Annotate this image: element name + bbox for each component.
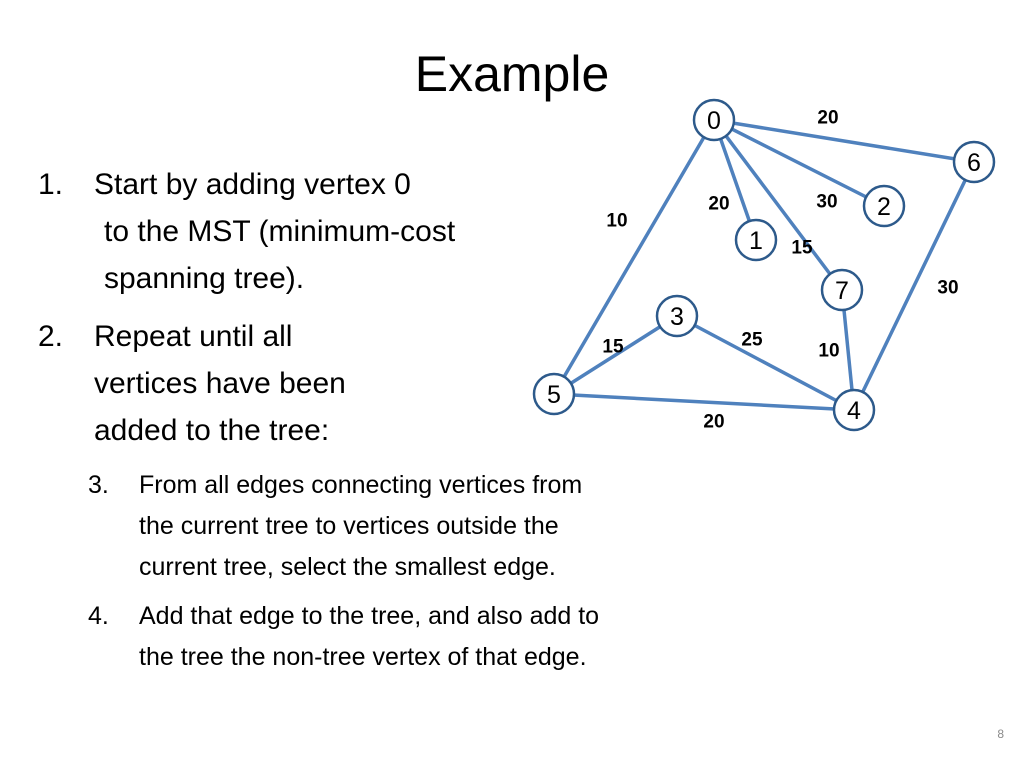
step-line: spanning tree). [104, 262, 305, 295]
vertex-circle [655, 294, 699, 338]
vertex-circle [532, 372, 576, 416]
step-line: From all edges connecting vertices from [139, 471, 583, 499]
edge-weight-0-7: 15 [791, 238, 813, 259]
edge-weight-6-4: 30 [937, 278, 958, 299]
step-line: the tree the non-tree vertex of that edg… [139, 643, 587, 671]
vertex-label: 0 [707, 107, 721, 135]
edge-weight-0-2: 30 [816, 192, 837, 213]
vertex-7: 7 [820, 268, 864, 312]
edge-6-4 [852, 160, 976, 412]
vertex-circle [952, 140, 996, 184]
edge-weight-3-4: 25 [741, 330, 763, 351]
vertex-circle [862, 184, 906, 228]
edge-weight-0-6: 20 [817, 108, 838, 129]
vertex-6: 6 [952, 140, 996, 184]
vertex-2: 2 [862, 184, 906, 228]
step-line: Add that edge to the tree, and also add … [139, 602, 600, 630]
step-line: to the MST (minimum-cost [104, 215, 456, 248]
step-line: Start by adding vertex 0 [94, 168, 411, 201]
vertex-label: 2 [877, 193, 891, 221]
edge-weight-3-5: 15 [602, 337, 624, 358]
edge-5-4 [552, 392, 856, 412]
vertex-label: 3 [670, 303, 684, 331]
vertex-circle [820, 268, 864, 312]
step-line: added to the tree: [94, 414, 330, 447]
slide-title: Example [414, 46, 610, 102]
edge-3-5 [552, 314, 679, 396]
vertex-label: 7 [835, 277, 849, 305]
edge-0-7 [712, 118, 844, 292]
vertex-3: 3 [655, 294, 699, 338]
vertex-0: 0 [692, 98, 736, 142]
node-layer: 0 1 2 3 4 5 6 7 [532, 98, 996, 432]
step-line: vertices have been [94, 367, 346, 400]
edge-weight-0-1: 20 [708, 194, 729, 215]
edge-0-2 [712, 118, 886, 208]
vertex-circle [832, 388, 876, 432]
edge-weight-5-4: 20 [703, 412, 724, 433]
vertex-5: 5 [532, 372, 576, 416]
edge-3-4 [675, 314, 856, 412]
step-number: 4. [88, 602, 109, 630]
vertex-4: 4 [832, 388, 876, 432]
vertex-label: 1 [749, 227, 763, 255]
page-number: 8 [997, 727, 1004, 741]
vertex-circle [734, 218, 778, 262]
vertex-label: 4 [847, 397, 861, 425]
edge-weight-0-5: 10 [606, 211, 627, 232]
step-line: Repeat until all [94, 320, 293, 353]
vertex-label: 5 [547, 381, 561, 409]
step-line: the current tree to vertices outside the [139, 512, 559, 540]
vertex-label: 6 [967, 149, 981, 177]
step-line: current tree, select the smallest edge. [139, 553, 556, 581]
edge-0-6 [712, 118, 976, 164]
edge-weight-7-4: 10 [818, 341, 839, 362]
edge-0-5 [552, 118, 716, 396]
edge-layer [552, 118, 976, 412]
step-number: 3. [88, 471, 109, 499]
step-number: 2. [38, 320, 64, 353]
vertex-1: 1 [734, 218, 778, 262]
step-number: 1. [38, 168, 64, 201]
vertex-circle [692, 98, 736, 142]
